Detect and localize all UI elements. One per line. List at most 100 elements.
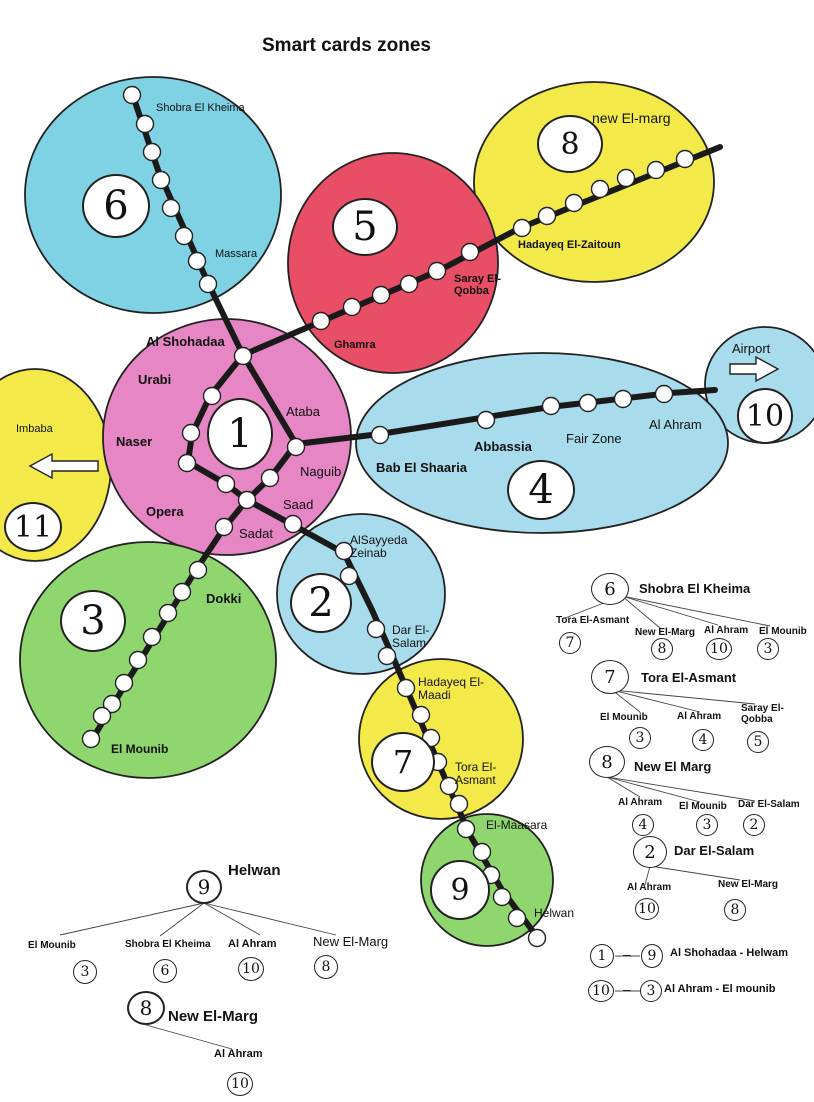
station-label-massara: Massara [215,248,258,260]
tree-helwan-child-3-zone: 10 [238,957,264,981]
station-label-saray-qobba: Saray El- Qobba [454,273,502,297]
tree-dar-salam-child-2-label: New El-Marg [718,879,779,890]
station-label-urabi: Urabi [138,372,172,387]
station-label-helwan: Helwan [534,906,575,920]
station-marker-57 [142,627,162,647]
tree-connector-12 [649,865,741,881]
station-label-abbassia: Abbassia [474,439,532,454]
tree-connector-7 [611,689,756,705]
zone-8-marker: 8 [537,115,603,173]
direction-arrows [28,355,780,480]
tree-shobra-child-4-label: El Mounib [759,626,807,637]
station-marker-6 [174,226,194,246]
tree-helwan-label: Helwan [228,862,281,879]
station-label-dokki: Dokki [206,591,242,606]
station-marker-32 [370,425,390,445]
station-marker-54 [188,560,208,580]
tree-connector-9 [606,776,701,803]
station-label-airport: Airport [732,341,771,356]
station-marker-23 [427,261,447,281]
station-marker-58 [128,650,148,670]
station-marker-8 [198,274,218,294]
station-marker-27 [564,193,584,213]
station-marker-12 [177,453,197,473]
zone-2-marker: 2 [290,573,352,633]
tree-helwan-zone: 9 [186,870,222,904]
station-marker-10 [202,386,222,406]
zone-5-area [287,152,499,374]
tree-helwan-child-1-zone: 3 [73,960,97,984]
tree-new-marg-b-label: New El-Marg [168,1008,259,1025]
station-marker-60 [102,694,122,714]
station-label-fair-zone: Fair Zone [566,431,622,446]
tree-shobra-child-3-zone: 10 [706,638,732,660]
tree-tora-child-2-label: Al Ahram [677,711,722,722]
station-label-el-maasara: El-Maasara [486,818,548,832]
station-marker-9 [233,346,253,366]
station-label-dar-el-salam: Dar El- Salam [392,623,430,650]
tree-new-marg-b-child-1-zone: 10 [227,1072,253,1096]
tree-shobra-child-2-label: New El-Marg [635,627,696,638]
tree-helwan-child-4-label: New El-Marg [313,934,389,949]
station-marker-25 [512,218,532,238]
station-marker-36 [613,389,633,409]
station-marker-47 [449,794,469,814]
station-marker-14 [260,468,280,488]
station-label-ghamra: Ghamra [334,339,376,351]
tree-tora-child-1-zone: 3 [629,727,651,749]
tree-connector-16 [203,902,337,936]
station-label-imbaba: Imbaba [16,423,53,435]
station-marker-33 [476,410,496,430]
station-label-new-el-marg: new El-marg [592,110,671,126]
tree-new-marg-b-child-1-label: Al Ahram [214,1048,263,1060]
station-label-tora-asmant: Tora El- Asmant [455,760,497,787]
tree-tora-label: Tora El-Asmant [641,670,737,685]
station-marker-43 [411,705,431,725]
station-label-hadayeq-zaitoun: Hadayeq El-Zaitoun [518,239,621,251]
tree-dar-salam-child-1-zone: 10 [635,898,659,920]
tree-connector-15 [203,902,261,936]
map-title: Smart cards zones [262,35,431,56]
station-marker-30 [646,160,666,180]
tree-new-marg-child-2-zone: 3 [696,814,718,836]
station-marker-16 [237,490,257,510]
station-marker-22 [399,274,419,294]
station-markers [81,85,695,948]
tree-tora-child-3-zone: 5 [747,731,769,753]
tree-tora-child-3-label: Saray El- Qobba [741,703,784,725]
range-2-to-zone: 3 [640,980,662,1002]
tree-tora-zone: 7 [591,660,629,694]
station-marker-20 [342,297,362,317]
station-marker-51 [492,887,512,907]
tree-dar-salam-child-2-zone: 8 [724,899,746,921]
station-label-hadayeq-maadi: Hadayeq El- Maadi [418,675,485,702]
station-marker-41 [377,646,397,666]
station-marker-53 [527,928,547,948]
range-1-dash: – [623,946,631,962]
zone-6-marker: 6 [82,174,150,238]
station-marker-28 [590,179,610,199]
station-marker-24 [460,242,480,262]
tree-new-marg-child-2-label: El Mounib [679,801,727,812]
station-marker-11 [181,423,201,443]
fare-tree-connectors [59,595,771,1050]
zone-7-marker: 7 [371,732,435,792]
tree-new-marg-child-1-label: Al Ahram [618,797,663,808]
tree-connector-3 [621,595,719,626]
tree-helwan-child-3-label: Al Ahram [228,938,277,950]
station-marker-1 [122,85,142,105]
tree-connector-10 [606,776,756,802]
tree-connector-11 [644,865,651,886]
tree-shobra-child-2-zone: 8 [651,638,673,660]
tree-helwan-child-2-zone: 6 [153,959,177,983]
station-marker-35 [578,393,598,413]
station-marker-42 [396,678,416,698]
station-marker-46 [439,776,459,796]
tree-shobra-child-1-zone: 7 [559,632,581,654]
station-marker-31 [675,149,695,169]
zone-4-marker: 4 [507,460,575,520]
station-label-sadat: Sadat [239,526,273,541]
tree-shobra-child-4-zone: 3 [757,638,779,660]
station-marker-19 [311,311,331,331]
station-label-al-ahram: Al Ahram [649,417,702,432]
